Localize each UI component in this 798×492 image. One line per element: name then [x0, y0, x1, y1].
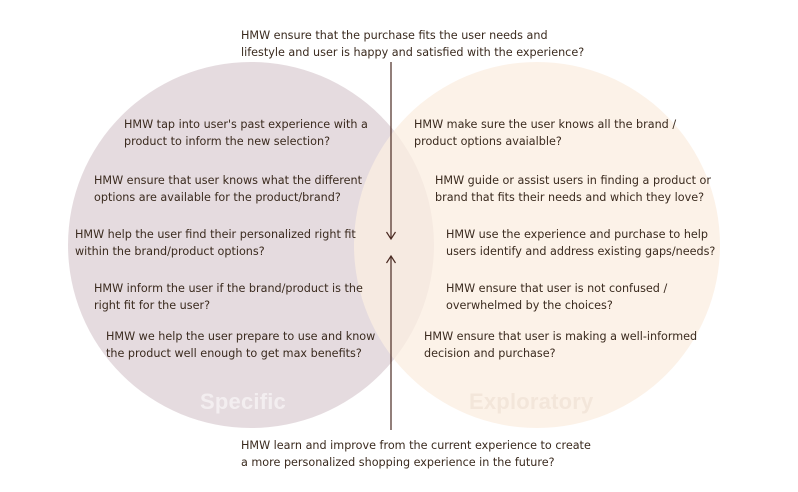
exploratory-question-2: HMW guide or assist users in finding a p…: [435, 174, 711, 204]
exploratory-circle: [354, 62, 720, 428]
bottom-question: HMW learn and improve from the current e…: [241, 439, 591, 469]
exploratory-question-1: HMW make sure the user knows all the bra…: [414, 118, 677, 148]
up-arrow-head: [385, 254, 397, 264]
specific-question-3: HMW help the user find their personalize…: [75, 228, 356, 258]
exploratory-question-4: HMW ensure that user is not confused / o…: [446, 282, 668, 312]
down-arrow-head: [385, 231, 397, 241]
exploratory-label: Exploratory: [469, 389, 594, 414]
specific-question-2: HMW ensure that user knows what the diff…: [94, 174, 363, 204]
specific-question-4: HMW inform the user if the brand/product…: [94, 282, 363, 312]
specific-question-1: HMW tap into user's past experience with…: [124, 118, 368, 148]
exploratory-question-3: HMW use the experience and purchase to h…: [446, 228, 716, 258]
exploratory-question-5: HMW ensure that user is making a well-in…: [424, 330, 698, 360]
top-question: HMW ensure that the purchase fits the us…: [241, 29, 585, 59]
specific-question-5: HMW we help the user prepare to use and …: [106, 330, 376, 360]
specific-label: Specific: [200, 389, 286, 414]
